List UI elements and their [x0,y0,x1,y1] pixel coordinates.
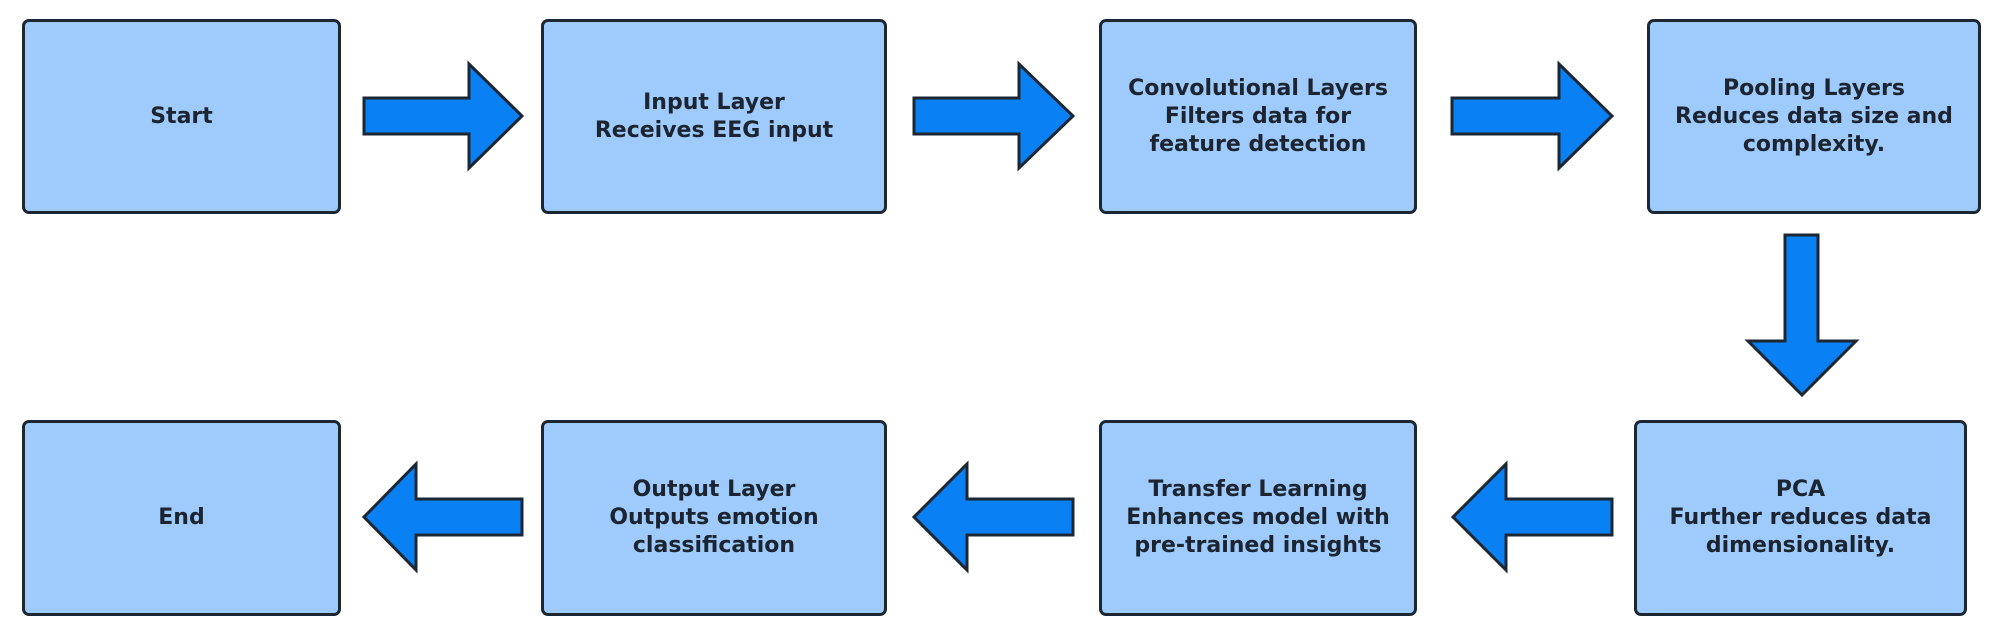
node-output-layer-text: Output Layer Outputs emotion classificat… [609,476,818,560]
node-convolutional-layers-text: Convolutional Layers Filters data for fe… [1128,75,1388,159]
node-pca: PCA Further reduces data dimensionality. [1634,420,1967,616]
node-convolutional-layers-title: Convolutional Layers [1128,75,1388,101]
node-pca-description-2: dimensionality. [1705,533,1896,558]
node-input-layer-description: Receives EEG input [594,117,834,143]
node-pooling-layers-title: Pooling Layers [1723,75,1905,101]
node-input-layer-text: Input Layer Receives EEG input [595,89,833,145]
node-transfer-learning-description-1: Enhances model with [1126,505,1390,530]
node-end: End [22,420,341,616]
node-pooling-layers: Pooling Layers Reduces data size and com… [1647,19,1981,214]
node-input-layer-title: Input Layer [643,89,785,115]
node-pooling-layers-description-2: complexity. [1742,131,1886,157]
node-output-layer: Output Layer Outputs emotion classificat… [541,420,887,616]
arrow-pca-to-transfer [1450,460,1614,574]
node-transfer-learning-title: Transfer Learning [1148,477,1368,502]
arrow-output-to-end [361,460,524,574]
node-output-layer-title: Output Layer [632,477,796,502]
arrow-transfer-to-output [911,460,1075,574]
arrow-input-to-conv [912,60,1076,172]
node-pca-text: PCA Further reduces data dimensionality. [1670,476,1932,560]
node-output-layer-description-2: classification [632,533,796,558]
node-pooling-layers-text: Pooling Layers Reduces data size and com… [1675,75,1953,159]
node-start: Start [22,19,341,214]
node-pca-title: PCA [1775,477,1826,502]
node-pooling-layers-description-1: Reduces data size and [1675,103,1953,129]
arrow-start-to-input [362,60,525,172]
node-transfer-learning: Transfer Learning Enhances model with pr… [1099,420,1417,616]
node-transfer-learning-description-2: pre-trained insights [1134,533,1382,558]
node-end-line: End [158,505,205,530]
arrow-conv-to-pool [1450,60,1615,172]
node-pca-description-1: Further reduces data [1669,505,1932,530]
node-convolutional-layers-description-2: feature detection [1149,131,1367,157]
node-convolutional-layers: Convolutional Layers Filters data for fe… [1099,19,1417,214]
node-start-text: Start [150,103,213,131]
node-end-text: End [158,504,204,532]
arrow-pool-to-pca [1744,233,1860,398]
node-output-layer-description-1: Outputs emotion [609,505,819,530]
node-transfer-learning-text: Transfer Learning Enhances model with pr… [1126,476,1390,560]
node-convolutional-layers-description-1: Filters data for [1164,103,1352,129]
node-start-line: Start [150,103,213,129]
node-input-layer: Input Layer Receives EEG input [541,19,887,214]
